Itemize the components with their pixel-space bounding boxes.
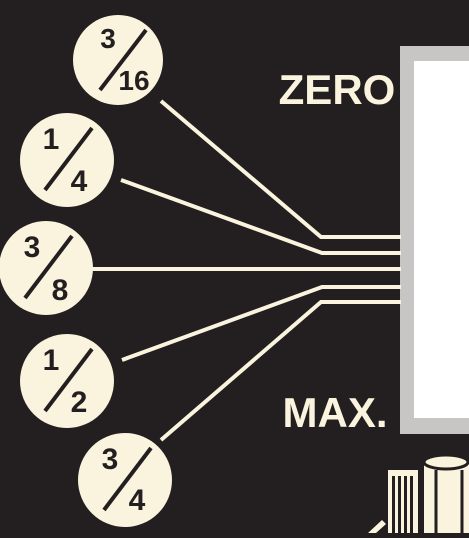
gauge-window xyxy=(414,61,469,418)
marker-denominator: 16 xyxy=(118,65,149,96)
fraction-slash xyxy=(23,234,74,300)
zero-label: ZERO xyxy=(279,66,396,113)
fraction-marker-1-4: 1 4 xyxy=(20,113,114,207)
marker-denominator: 8 xyxy=(52,274,69,307)
fraction-marker-3-4: 3 4 xyxy=(78,433,172,527)
fraction-marker-3-8: 3 8 xyxy=(0,221,93,315)
fraction-slash xyxy=(102,446,153,512)
leader-lines xyxy=(80,99,401,442)
leader-line-1-2 xyxy=(121,285,401,362)
max-label: MAX. xyxy=(283,389,388,436)
marker-numerator: 3 xyxy=(24,231,41,264)
valve-knob-illustration xyxy=(368,453,469,533)
marker-numerator: 3 xyxy=(100,23,116,54)
leader-line-3-4 xyxy=(159,300,401,442)
fraction-marker-3-16: 3 16 xyxy=(73,15,163,105)
leader-line-1-4 xyxy=(120,178,401,255)
marker-denominator: 4 xyxy=(129,484,146,517)
fraction-slash xyxy=(98,28,148,92)
marker-numerator: 1 xyxy=(43,123,60,156)
marker-denominator: 2 xyxy=(71,386,88,419)
marker-denominator: 4 xyxy=(71,165,88,198)
marker-numerator: 3 xyxy=(102,443,119,476)
leader-line-3-16 xyxy=(159,99,401,239)
fraction-slash xyxy=(43,347,94,413)
marker-numerator: 1 xyxy=(43,344,60,377)
fraction-marker-1-2: 1 2 xyxy=(20,334,114,428)
fraction-slash xyxy=(43,126,94,192)
